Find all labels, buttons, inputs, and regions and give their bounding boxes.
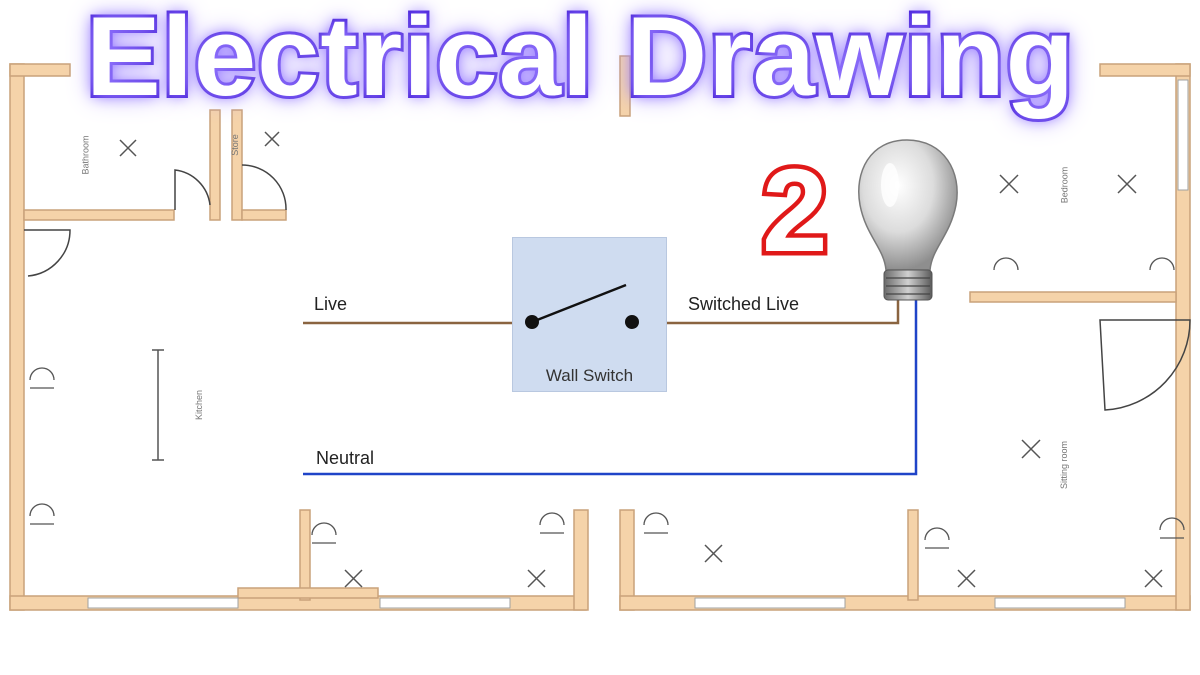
switch-terminal-out <box>625 315 639 329</box>
neutral-wire-label: Neutral <box>316 448 375 468</box>
switch-lever <box>531 283 627 324</box>
switched-live-label: Switched Live <box>688 294 800 314</box>
switched-live-wire <box>632 298 900 325</box>
room-label-store: Store <box>229 134 240 156</box>
circuit-wires <box>303 298 918 476</box>
light-point-markers <box>119 131 1163 588</box>
room-label-sitting-room: Sitting room <box>1059 440 1070 490</box>
switch-terminal-in <box>525 315 539 329</box>
socket-symbols <box>29 257 1185 549</box>
room-label-bedroom: Bedroom <box>1059 166 1070 204</box>
wall-switch-box <box>512 237 667 392</box>
episode-number: 2 <box>758 145 833 277</box>
video-title: Electrical Drawing <box>83 0 1077 122</box>
light-bulb-icon <box>858 139 958 301</box>
live-wire-label: Live <box>314 294 348 314</box>
floorplan-windows <box>87 79 1189 609</box>
room-label-bathroom: Bathroom <box>80 135 91 175</box>
neutral-wire <box>303 298 918 476</box>
wall-switch-label: Wall Switch <box>545 366 634 385</box>
room-label-kitchen: Kitchen <box>194 389 205 421</box>
floorplan-doors <box>24 164 1191 411</box>
